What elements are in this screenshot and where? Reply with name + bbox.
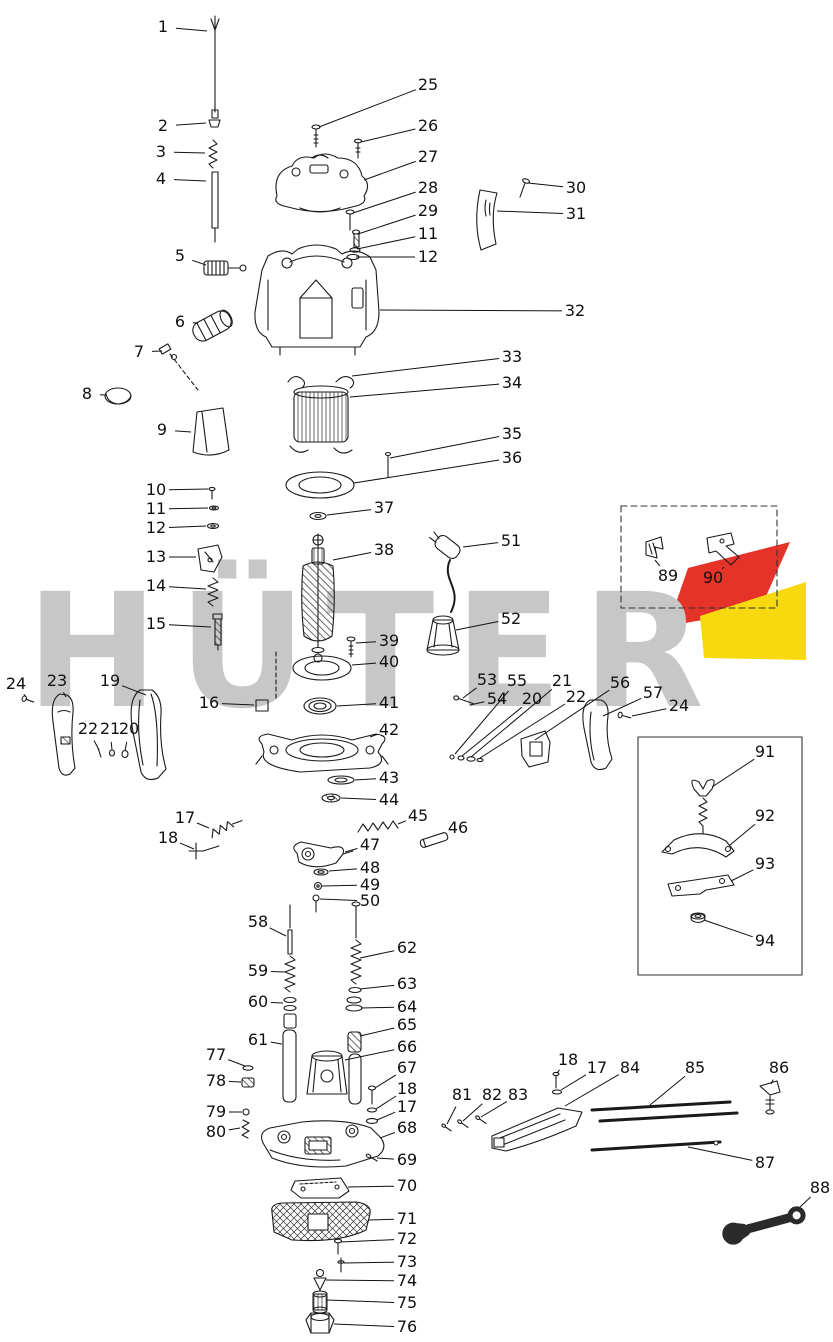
part-screw-67-drawing bbox=[365, 1085, 379, 1124]
part-collet-holder-75-drawing bbox=[312, 1290, 328, 1314]
part-brush-clip-drawing bbox=[645, 536, 664, 559]
watermark-yellow-flag bbox=[700, 582, 806, 660]
part-cord-guard-drawing bbox=[426, 615, 460, 656]
watermark-logo: HÜTER bbox=[26, 542, 806, 744]
part-adjust-sleeve-drawing bbox=[192, 309, 233, 342]
part-guide-clamp-drawing bbox=[759, 1080, 781, 1115]
part-screw-81-drawing bbox=[441, 1123, 452, 1132]
part-pin-46-drawing bbox=[419, 832, 449, 848]
part-edge-guide-drawing bbox=[491, 1071, 583, 1152]
part-gasket-drawing bbox=[290, 1177, 350, 1199]
leader-lines bbox=[23, 27, 811, 1327]
part-column-10-15-drawing bbox=[197, 486, 223, 651]
part-spring-screw-17-drawing bbox=[211, 820, 243, 839]
part-switch-lever-drawing bbox=[706, 532, 740, 566]
part-spring-pin-drawing bbox=[158, 343, 199, 391]
part-screw-39-drawing bbox=[346, 636, 356, 658]
part-router-base-drawing bbox=[261, 1120, 385, 1168]
part-washers-right-group-drawing bbox=[449, 754, 484, 763]
part-collet-nut-76-drawing bbox=[305, 1312, 335, 1334]
part-guide-post-left-drawing bbox=[282, 904, 297, 1103]
part-clamp-plate-drawing bbox=[667, 874, 735, 897]
part-screw-72-drawing bbox=[333, 1238, 343, 1255]
part-depth-rod-drawing bbox=[208, 15, 221, 243]
part-spring-45-drawing bbox=[357, 820, 399, 833]
part-ring-40-drawing bbox=[292, 655, 352, 681]
part-washer-49-drawing bbox=[313, 881, 323, 891]
part-stator-drawing bbox=[287, 376, 355, 454]
part-nut-94-drawing bbox=[690, 912, 706, 924]
part-screw-26-drawing bbox=[353, 138, 363, 159]
part-clamp-spring-plate-drawing bbox=[661, 833, 735, 858]
part-wing-bolt-drawing bbox=[691, 779, 715, 835]
part-screw-83-drawing bbox=[475, 1115, 487, 1124]
part-cap-drawing bbox=[104, 387, 132, 405]
part-handle-left-drawing bbox=[51, 693, 76, 776]
part-column-77-80-drawing bbox=[241, 1065, 255, 1139]
part-pin-73-drawing bbox=[337, 1257, 345, 1273]
part-washer-43-drawing bbox=[327, 775, 355, 785]
part-lock-knob-drawing bbox=[203, 260, 247, 276]
part-base-plate-drawing bbox=[271, 1201, 371, 1242]
part-washers-left-group-drawing bbox=[97, 747, 129, 759]
part-cone-cover-drawing bbox=[192, 407, 230, 456]
part-screw-82-drawing bbox=[457, 1119, 469, 1128]
part-screw-69-drawing bbox=[365, 1153, 378, 1162]
part-wrench-drawing bbox=[722, 1206, 806, 1245]
part-clamp-lever-drawing bbox=[293, 841, 354, 868]
part-washer-37-drawing bbox=[309, 511, 327, 521]
part-spindle-base-drawing bbox=[255, 733, 389, 773]
part-screw-50-drawing bbox=[312, 894, 320, 913]
part-plate-31-drawing bbox=[476, 189, 498, 251]
part-ring-36-drawing bbox=[285, 471, 355, 499]
part-motor-housing-drawing bbox=[254, 244, 380, 356]
part-tbolt-18-drawing bbox=[188, 842, 220, 860]
part-handle-right-drawing bbox=[582, 699, 613, 771]
part-screw-30-drawing bbox=[519, 178, 530, 198]
part-motor-cover-drawing bbox=[275, 153, 369, 213]
part-guide-post-right-drawing bbox=[345, 901, 363, 1105]
part-washer-48-drawing bbox=[313, 868, 329, 876]
part-pin-35-drawing bbox=[384, 451, 392, 478]
part-washer-44-drawing bbox=[321, 793, 341, 803]
part-pin-24-right-drawing bbox=[617, 711, 632, 719]
part-collet-74-drawing bbox=[313, 1268, 327, 1291]
part-power-cord-drawing bbox=[429, 531, 461, 613]
part-bearing-41-drawing bbox=[303, 697, 337, 715]
part-screw-53-drawing bbox=[453, 695, 474, 705]
inset-box-clamp-assembly bbox=[637, 736, 803, 976]
part-center-boss-drawing bbox=[306, 1050, 348, 1095]
inset-box-brush-assembly bbox=[620, 505, 778, 609]
part-guide-rods-drawing bbox=[590, 1100, 739, 1152]
part-screw-25-drawing bbox=[311, 124, 321, 148]
part-switch-bracket-drawing bbox=[520, 730, 551, 768]
part-block-16-drawing bbox=[255, 651, 277, 712]
part-handle-knob-drawing bbox=[130, 689, 167, 781]
